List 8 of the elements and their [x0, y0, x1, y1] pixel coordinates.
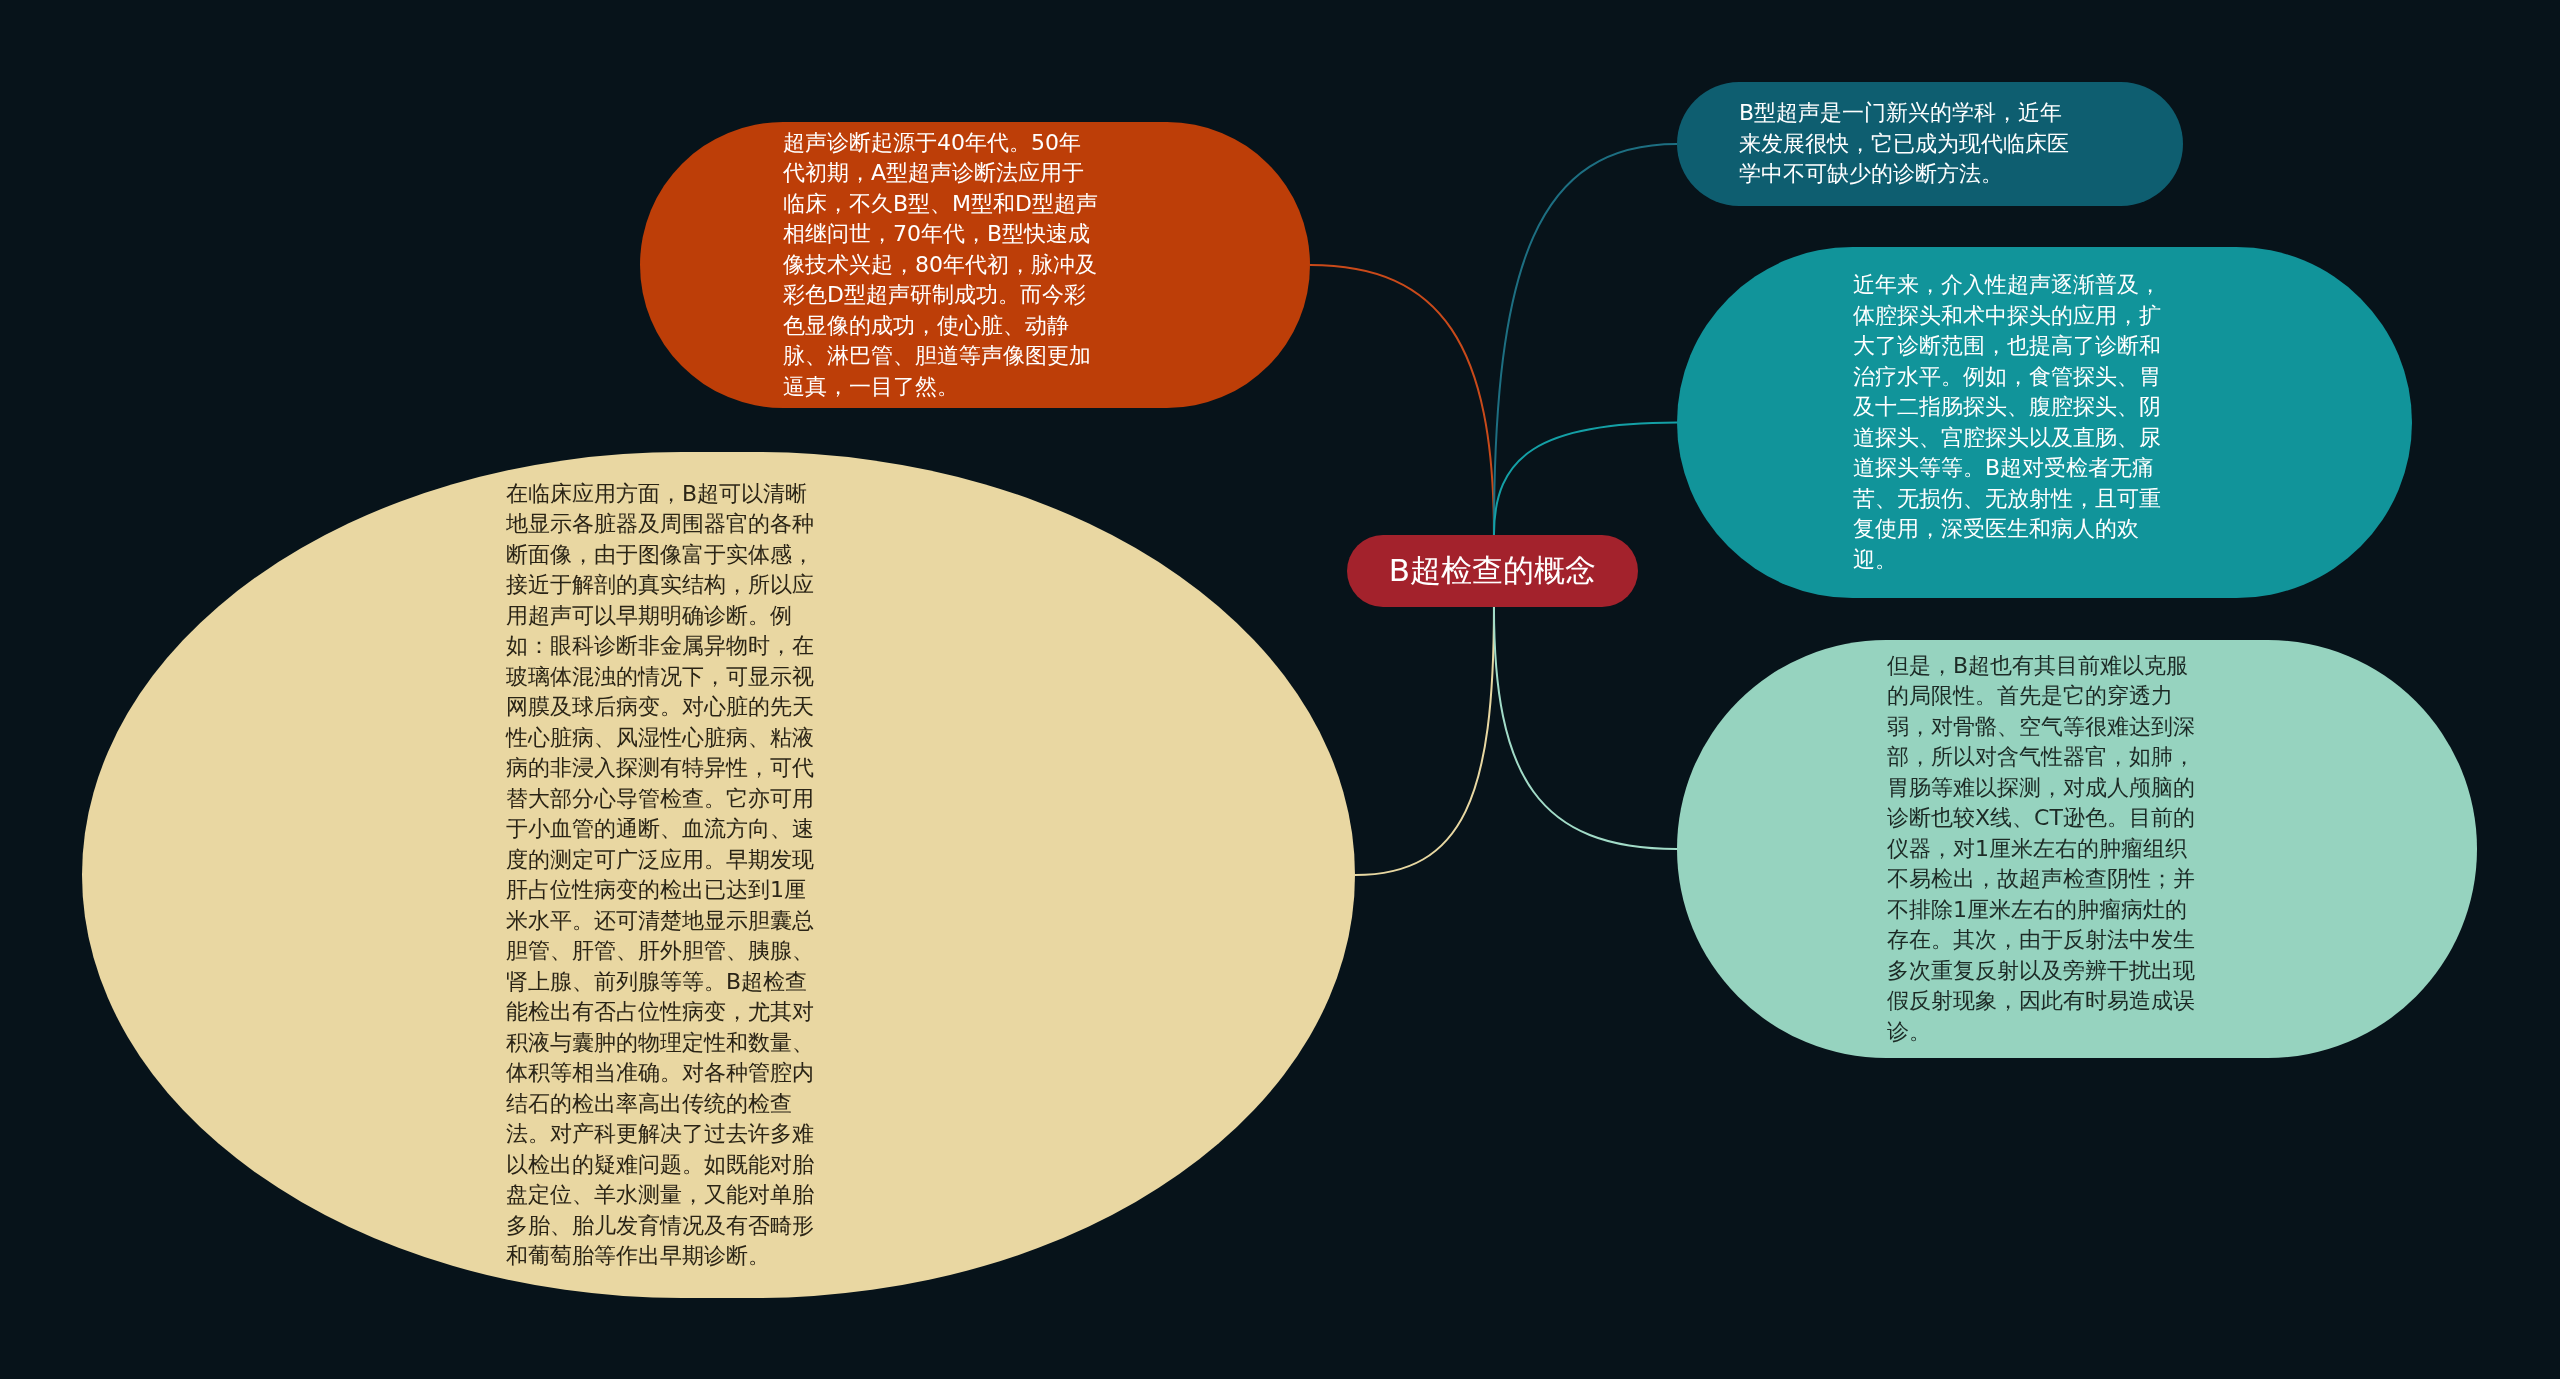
topic-bubble: 超声诊断起源于40年代。50年代初期，A型超声诊断法应用于临床，不久B型、M型和D型超声相继问世，70年代，B型快速成像技术兴起，80年代初，脉冲及彩色D型超声研制成功。而今彩色显像的成功，使心脏、动静脉、淋巴管、胆道等声像图更加逼真，一目了然。 — [640, 122, 1310, 408]
connector-line — [1492, 421, 1678, 536]
topic-bubble: 在临床应用方面，B超可以清晰地显示各脏器及周围器官的各种断面像，由于图像富于实体感，接近于解剖的真实结构，所以应用超声可以早期明确诊断。例如：眼科诊断非金属异物时，在玻璃体混浊的情况下，可显示视网膜及球后病变。对心脏的先天性心脏病、风湿性心脏病、粘液病的非浸入探测有特异性，可代替大部分心导管检查。它亦可用于小血管的通断、血流方向、速度的测定可广泛应用。早期发现肝占位性病变的检出已达到1厘米水平。还可清楚地显示胆囊总胆管、肝管、肝外胆管、胰腺、肾上腺、前列腺等等。B超检查能检出有否占位性病变，尤其对积液与囊肿的物理定性和数量、体积等相当准确。对各种管腔内结石的检出率高出传统的检查法。对产科更解决了过去许多难以检出的疑难问题。如既能对胎盘定位、羊水测量，又能对单胎多胎、胎儿发育情况及有否畸形和葡萄胎等作出早期诊断。 — [82, 452, 1355, 1298]
topic-bubble: B型超声是一门新兴的学科，近年来发展很快，它已成为现代临床医学中不可缺少的诊断方法。 — [1677, 82, 2183, 206]
connector-line — [1492, 606, 1678, 850]
topic-box: B超检查的概念 — [1347, 535, 1638, 607]
topic-bubble: 但是，B超也有其目前难以克服的局限性。首先是它的穿透力弱，对骨骼、空气等很难达到深部，所以对含气性器官，如肺，胃肠等难以探测，对成人颅脑的诊断也较X线、CT逊色。目前的仪器，对1厘米左右的肿瘤组织不易检出，故超声检查阴性；并不排除1厘米左右的肿瘤病灶的存在。其次，由于反射法中发生多次重复反射以及旁辨干扰出现假反射现象，因此有时易造成误诊。 — [1677, 640, 2477, 1058]
topic-bubble: 近年来，介入性超声逐渐普及，体腔探头和术中探头的应用，扩大了诊断范围，也提高了诊断和治疗水平。例如，食管探头、胃及十二指肠探头、腹腔探头、阴道探头、宫腔探头以及直肠、尿道探头等等。B超对受检者无痛苦、无损伤、无放射性，且可重复使用，深受医生和病人的欢迎。 — [1677, 247, 2412, 598]
